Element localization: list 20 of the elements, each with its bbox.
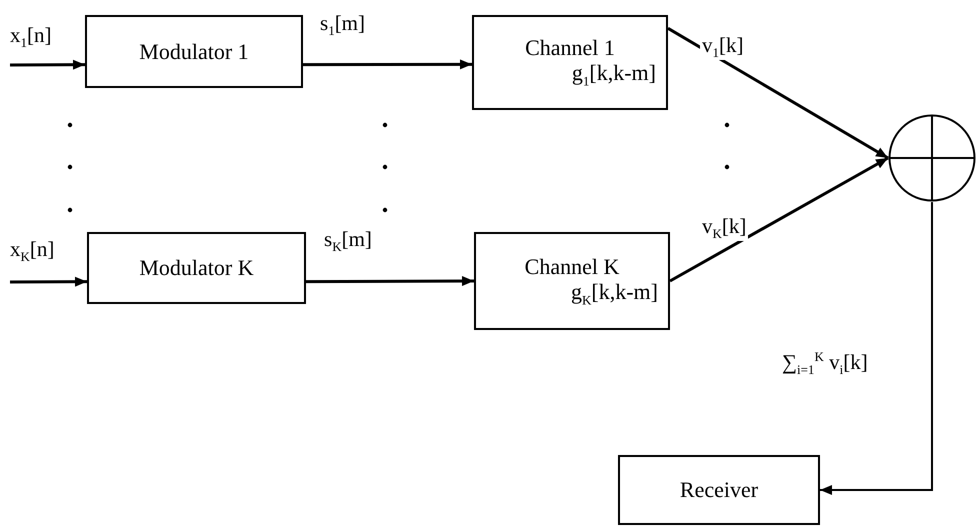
block-box [474, 232, 670, 330]
block-title: Channel K [524, 254, 620, 279]
arrow [667, 27, 889, 160]
arrow [820, 202, 933, 495]
arrow [10, 276, 87, 287]
transfer-function: g$_{K}$[k,k-m] [571, 278, 658, 308]
block-title: Modulator K [139, 255, 254, 281]
signal-label: v$_{K}$[k] [700, 215, 748, 242]
block-box [618, 455, 820, 525]
block-title: Modulator 1 [139, 38, 249, 64]
arrow [303, 59, 472, 70]
block-box [87, 232, 306, 304]
block-box [472, 15, 668, 110]
block-title: Channel 1 [525, 35, 615, 60]
block-box [85, 15, 303, 88]
arrow [10, 60, 85, 70]
arrow [306, 276, 474, 286]
transfer-function: g$_{1}$[k,k-m] [572, 60, 656, 90]
arrow [669, 156, 889, 282]
block-title: Receiver [680, 477, 758, 503]
